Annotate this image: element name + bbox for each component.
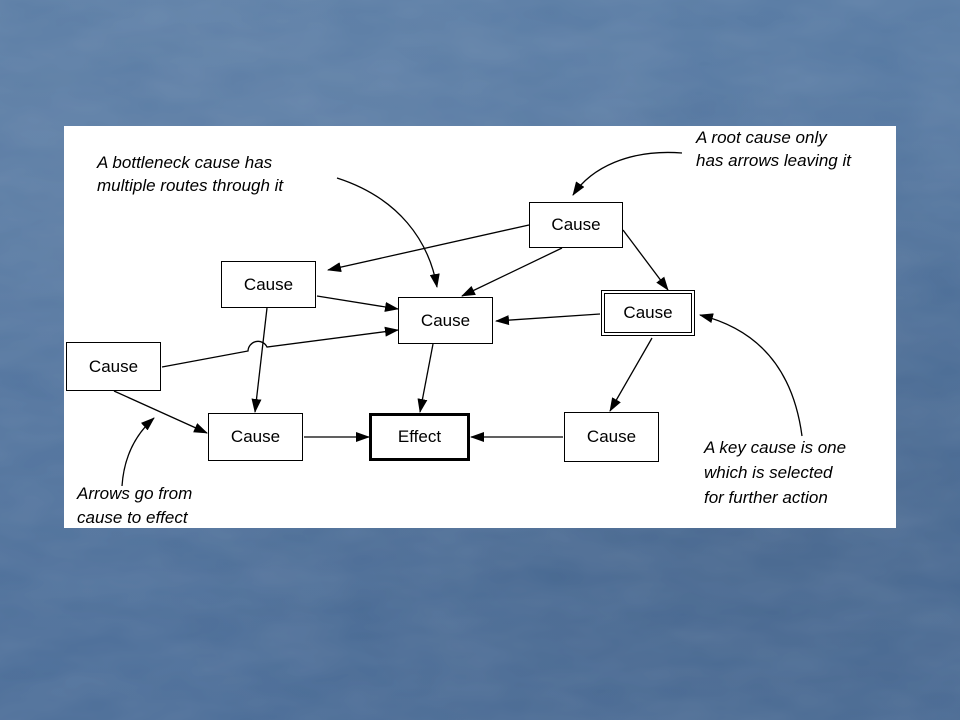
arrow-center-to-effect (417, 343, 434, 413)
arrow-left-upper-to-bottom-left (251, 307, 268, 413)
annotation-bottleneck-line-1: A bottleneck cause has (97, 153, 273, 172)
arrow-left-upper-to-center (316, 295, 399, 312)
arrow-far-left-to-center (161, 326, 399, 368)
arrow-root-to-key (622, 229, 669, 291)
annotation-arrows: Arrows go from cause to effect (77, 482, 192, 530)
annotation-key-line-1: A key cause is one (704, 438, 847, 457)
annotation-bottleneck: A bottleneck cause has multiple routes t… (97, 151, 283, 197)
pointer-root (572, 151, 683, 196)
cause-effect-diagram: Cause Cause Cause Cause Cause Cause Effe… (64, 126, 896, 528)
annotation-root-line-1: A root cause only (696, 128, 827, 147)
cause-node-far-left: Cause (66, 342, 161, 391)
cause-node-left-upper: Cause (221, 261, 316, 308)
arrow-key-to-bottom-right (609, 337, 653, 412)
cause-node-bottom-left: Cause (208, 413, 303, 461)
cause-node-root: Cause (529, 202, 623, 248)
annotation-bottleneck-line-2: multiple routes through it (97, 176, 284, 195)
effect-node: Effect (369, 413, 470, 461)
annotation-arrows-line-1: Arrows go from (77, 484, 193, 503)
pointer-arrows (121, 417, 155, 487)
arrow-far-left-to-bottom-left (113, 390, 208, 434)
arrow-root-to-left-upper (327, 224, 530, 273)
pointer-bottleneck (336, 177, 440, 288)
annotation-root: A root cause only has arrows leaving it (696, 126, 851, 172)
cause-node-center: Cause (398, 297, 493, 344)
annotation-key-line-2: which is selected (704, 463, 833, 482)
annotation-key: A key cause is one which is selected for… (704, 435, 846, 510)
annotation-arrows-line-2: cause to effect (77, 508, 188, 527)
key-cause-node: Cause (601, 290, 695, 336)
annotation-key-line-3: for further action (704, 488, 828, 507)
arrow-key-to-center (495, 313, 601, 326)
cause-node-bottom-right: Cause (564, 412, 659, 462)
annotation-root-line-2: has arrows leaving it (696, 151, 851, 170)
connector-layer (113, 151, 803, 487)
arrow-root-to-center (461, 247, 563, 297)
pointer-key (699, 313, 803, 437)
